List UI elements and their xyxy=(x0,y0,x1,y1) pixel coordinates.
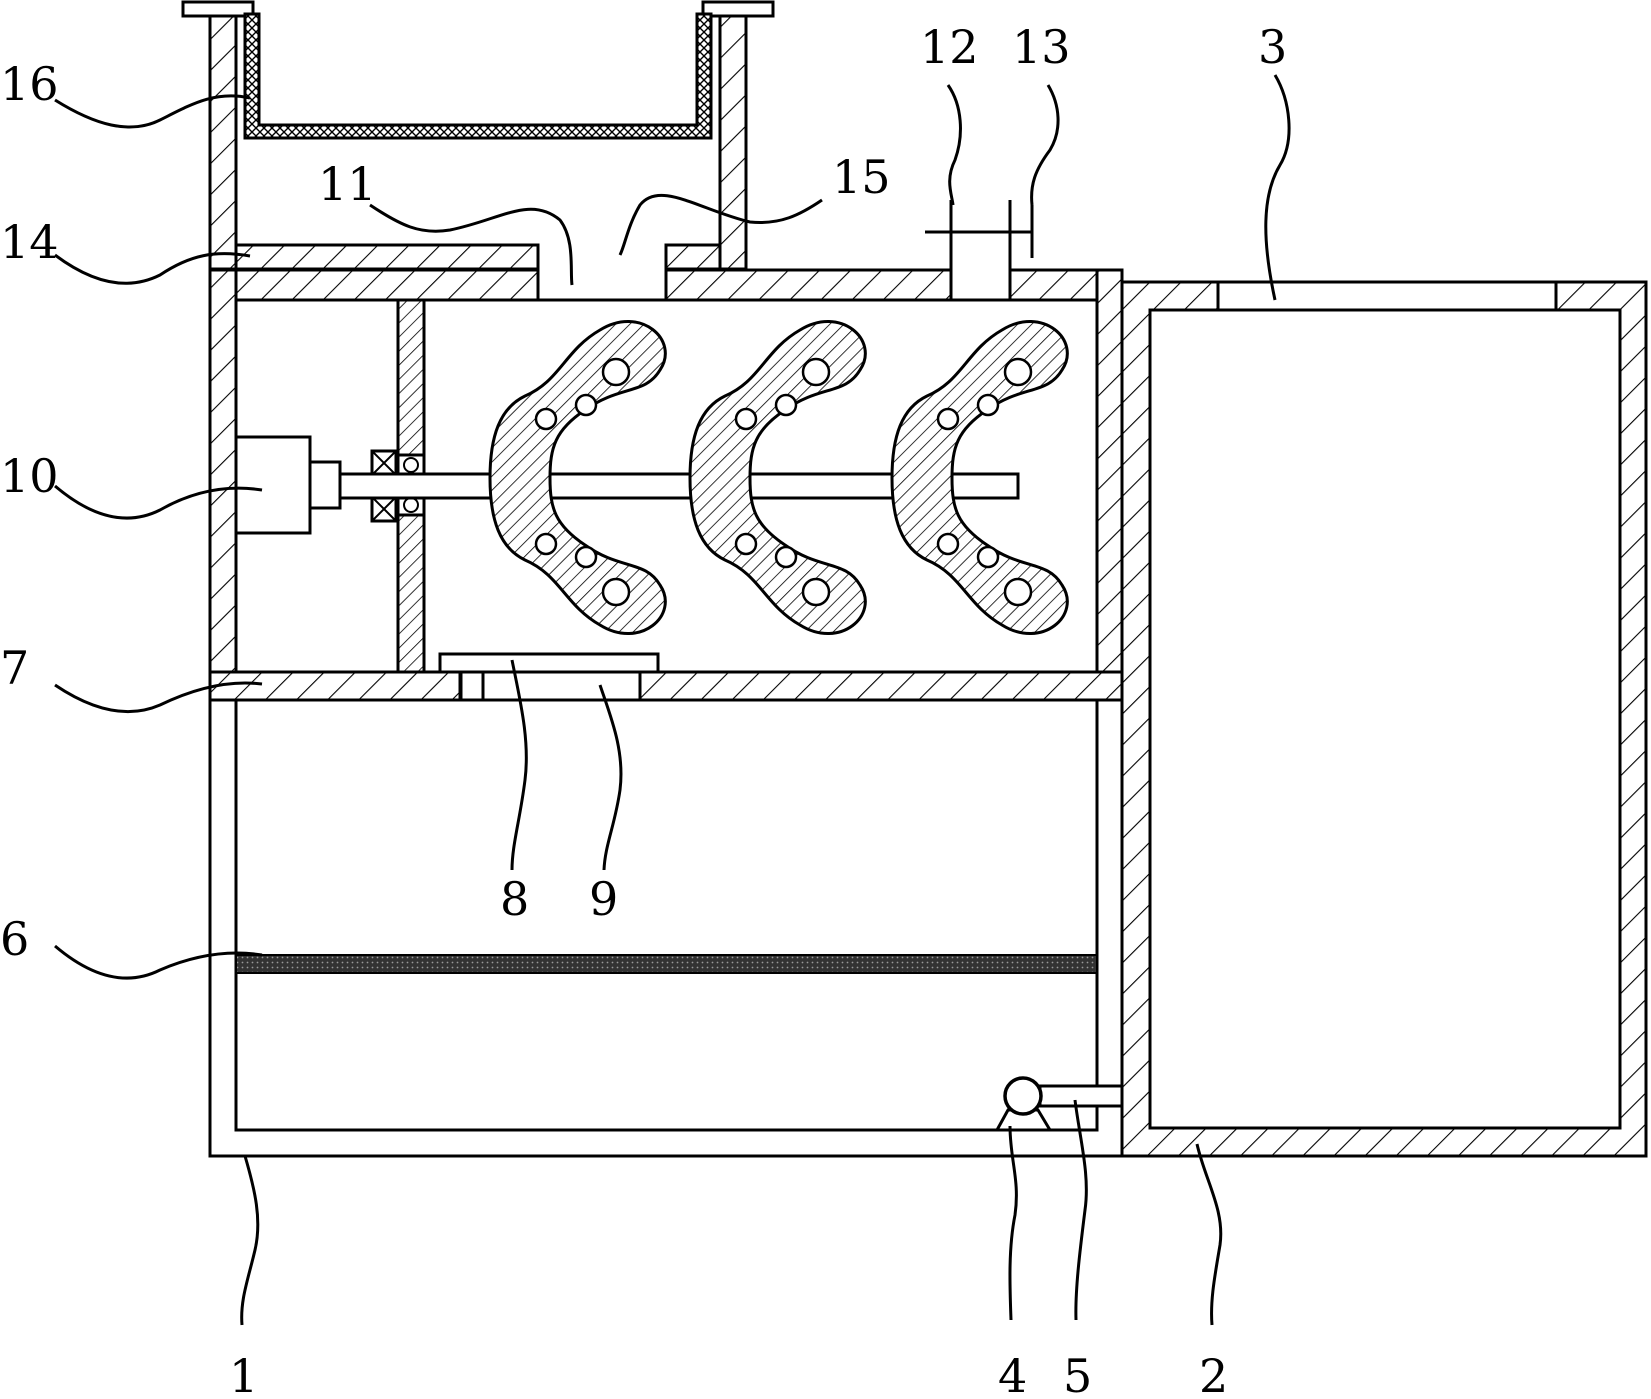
label-7: 7 xyxy=(0,641,29,695)
label-13: 13 xyxy=(1012,20,1071,74)
label-1: 1 xyxy=(229,1349,258,1399)
label-2: 2 xyxy=(1199,1349,1228,1399)
label-5: 5 xyxy=(1063,1349,1092,1399)
right-tank xyxy=(1120,280,1648,1158)
label-3: 3 xyxy=(1258,20,1287,74)
label-6: 6 xyxy=(0,912,29,966)
label-14: 14 xyxy=(0,215,59,269)
label-15: 15 xyxy=(832,150,891,204)
label-16: 16 xyxy=(0,57,59,111)
label-9: 9 xyxy=(589,872,618,926)
leader-lines xyxy=(54,74,1291,1326)
label-4: 4 xyxy=(998,1349,1027,1399)
label-12: 12 xyxy=(920,20,979,74)
callout-labels: 16 14 10 7 6 11 15 12 13 3 8 9 1 4 5 2 xyxy=(0,20,1287,1399)
label-11: 11 xyxy=(318,157,377,211)
feed-hopper xyxy=(181,0,775,300)
lower-tank xyxy=(208,698,1124,1158)
label-8: 8 xyxy=(500,872,529,926)
motor-and-shaft xyxy=(234,435,1020,535)
outlet-pipe-with-valve xyxy=(925,200,1034,300)
label-10: 10 xyxy=(0,449,59,503)
